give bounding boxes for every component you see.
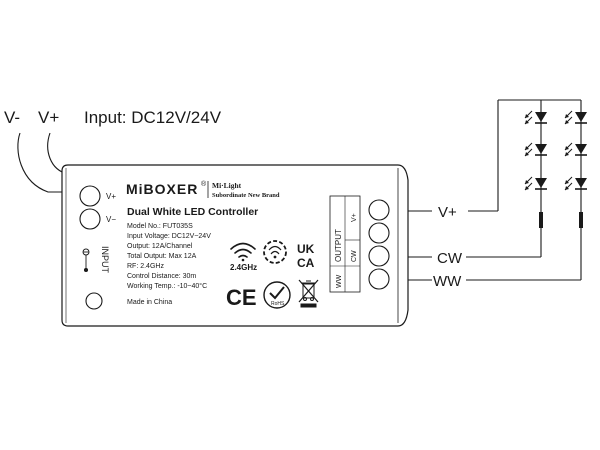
brand-logo: MiBOXER	[126, 181, 198, 197]
input-terminal-vminus-label: V−	[106, 215, 116, 224]
wire-label-vplus: V+	[438, 204, 457, 221]
rohs-label: RoHS	[271, 301, 285, 307]
spec-line: Output: 12A/Channel	[127, 243, 193, 250]
product-title: Dual White LED Controller	[127, 206, 258, 218]
resistor-string-1	[539, 212, 543, 228]
output-ww-label: WW	[336, 274, 343, 288]
output-vplus-label: V+	[351, 213, 358, 222]
led-diode-icon	[564, 110, 587, 125]
input-wiring	[17, 132, 69, 193]
remote-sync-icon	[263, 240, 287, 264]
output-wiring	[408, 99, 582, 281]
led-diode-icon	[564, 176, 587, 191]
spec-line: Control Distance: 30m	[127, 273, 196, 280]
led-diode-icon	[564, 142, 587, 157]
resistor-string-2	[579, 212, 583, 228]
ukca-mark-top: UK	[297, 242, 315, 256]
output-label-box	[329, 195, 361, 293]
specs-list: Model No.: FUT035S Input Voltage: DC12V~…	[127, 223, 211, 290]
output-terminal-ww	[368, 268, 390, 290]
sub-brand-line1: Mi·Light	[212, 181, 242, 190]
wireless-icon	[230, 242, 256, 262]
output-header-label: OUTPUT	[334, 229, 343, 262]
mounting-hole	[85, 292, 103, 310]
led-diode-icon	[524, 176, 547, 191]
dc-polarity-icon	[82, 248, 90, 273]
output-terminal-2	[368, 222, 390, 244]
input-terminal-vplus	[79, 185, 101, 207]
spec-line: Input Voltage: DC12V~24V	[127, 233, 211, 240]
spec-line: Working Temp.: -10~40°C	[127, 282, 207, 290]
input-side-label: INPUT	[100, 246, 110, 274]
wireless-frequency-label: 2.4GHz	[230, 263, 257, 272]
input-terminal-vminus	[79, 208, 101, 230]
input-wire-pos-label: V+	[38, 108, 59, 127]
made-in-label: Made in China	[127, 299, 172, 306]
wire-v-negative	[17, 132, 68, 193]
brand-registered-mark: ®	[201, 180, 207, 188]
led-diode-icon	[524, 142, 547, 157]
sub-brand-line2: Subordinate New Brand	[212, 192, 280, 199]
output-terminal-cw	[368, 245, 390, 267]
weee-bin-icon	[298, 279, 319, 308]
spec-line: Model No.: FUT035S	[127, 223, 193, 230]
input-voltage-label: Input: DC12V/24V	[84, 108, 222, 127]
spec-line: Total Output: Max 12A	[127, 253, 197, 260]
ce-mark: CE	[226, 285, 257, 310]
wire-label-cw: CW	[437, 250, 463, 267]
wire-label-ww: WW	[433, 273, 462, 290]
output-terminal-vplus	[368, 199, 390, 221]
rohs-icon: RoHS	[263, 281, 291, 309]
input-wire-neg-label: V-	[4, 108, 20, 127]
ukca-mark-bottom: CA	[297, 256, 315, 270]
led-group	[524, 110, 587, 191]
input-terminal-vplus-label: V+	[106, 192, 116, 201]
output-cw-label: CW	[351, 250, 358, 262]
spec-line: RF: 2.4GHz	[127, 263, 164, 270]
led-diode-icon	[524, 110, 547, 125]
